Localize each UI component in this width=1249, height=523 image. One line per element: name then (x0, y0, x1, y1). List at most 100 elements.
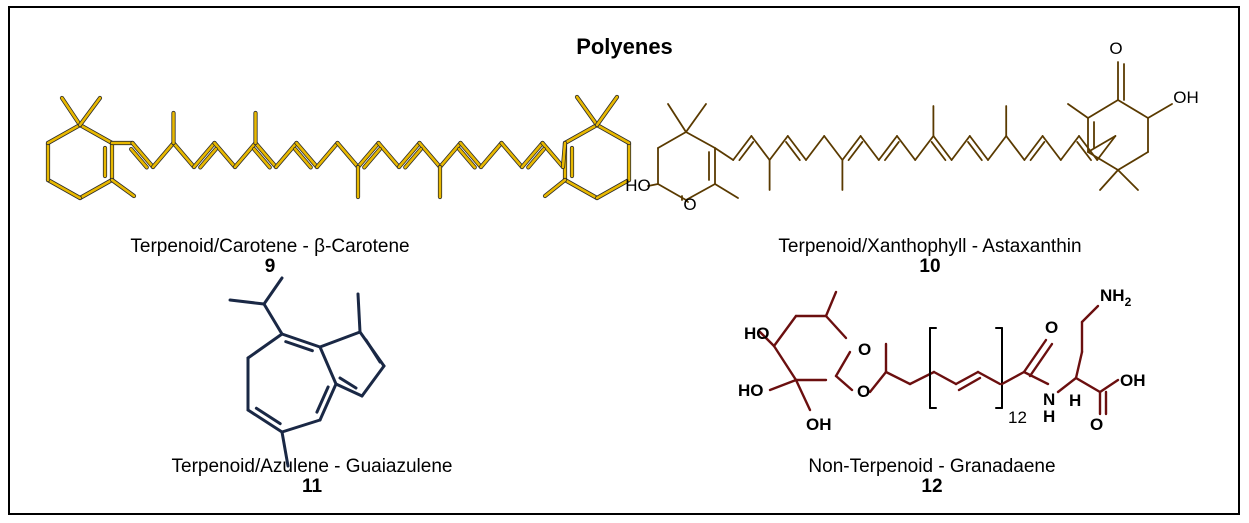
granadaene-label-ho-1: HO (744, 324, 770, 343)
granadaene-label-o-acid: O (1090, 415, 1103, 434)
figure-title: Polyenes (576, 34, 673, 59)
bond (768, 135, 789, 161)
double-bond (930, 141, 947, 162)
double-bond (967, 141, 983, 162)
caption-astaxanthin: Terpenoid/Xanthophyll - Astaxanthin (778, 236, 1082, 257)
sugar-bond (824, 314, 848, 340)
chain-bond (884, 370, 912, 386)
methyl (356, 292, 362, 334)
chain-bond (520, 141, 544, 169)
chain-bond (151, 141, 175, 169)
chain-bond (377, 141, 401, 169)
astaxanthin-structure (647, 61, 1173, 203)
glycoside-bond (834, 374, 854, 392)
ring7-bond (280, 418, 322, 434)
methyl (110, 178, 136, 198)
chain-bond (541, 141, 565, 169)
ring5-bond (318, 330, 362, 349)
ring-bond (657, 131, 687, 149)
bond (950, 135, 971, 161)
chain-bond (954, 370, 980, 386)
chain-bond (131, 141, 155, 169)
bond (1041, 135, 1062, 161)
chain-bond (192, 141, 216, 169)
chain-bond (315, 141, 339, 169)
guaiazulene-structure (228, 276, 386, 468)
double-bond (1076, 141, 1092, 162)
double-bond (785, 141, 801, 162)
bond (732, 135, 753, 161)
chain-double (129, 147, 149, 169)
chain-bond (479, 141, 503, 169)
caption-guaiazulene: Terpenoid/Azulene - Guaiazulene (171, 456, 453, 477)
granadaene-label-nh2: NH2 (1100, 286, 1132, 309)
ring5-bond (334, 382, 364, 398)
ring2-bond (1087, 151, 1119, 171)
chain-bond (213, 141, 237, 169)
ring7-bond (280, 332, 322, 349)
ring-bond (685, 183, 716, 201)
ring7-bond (246, 408, 284, 434)
double-bond (884, 141, 900, 162)
acid-bond (1074, 376, 1102, 394)
ring7-double (315, 385, 330, 414)
ring-bond (78, 178, 114, 200)
chain-double (198, 147, 218, 169)
bond (714, 147, 735, 161)
granadaene-label-oh-acid: OH (1120, 371, 1146, 390)
bond (968, 135, 989, 161)
bond (877, 135, 898, 161)
number-carotene: 9 (264, 256, 276, 277)
ring7-bond (318, 345, 338, 386)
ring2-bond (1117, 151, 1149, 171)
astaxanthin-label-o-bottom: O (683, 195, 696, 214)
astaxanthin-label-oh-top: OH (1173, 88, 1199, 107)
granadaene-label-o-amide: O (1045, 318, 1058, 337)
chain-bond (976, 370, 1002, 386)
isopropyl-bond (262, 302, 284, 336)
methyl (1099, 169, 1119, 191)
granadaene-label-subscript: 12 (1008, 408, 1027, 427)
ring2-bond (1117, 99, 1149, 119)
methyl (714, 183, 739, 199)
granadaene-label-o-glycoside: O (857, 382, 870, 401)
methyl (1067, 103, 1089, 119)
oh-bond (794, 378, 812, 412)
ring-bond (78, 123, 114, 145)
chain-bond (356, 141, 380, 169)
co-bond (1022, 338, 1048, 374)
ring2-bond (563, 123, 599, 145)
sugar-bond (834, 350, 852, 378)
bond (805, 135, 826, 161)
ring-bond (46, 178, 82, 200)
beta-carotene-structure (45, 94, 632, 201)
methyl (280, 430, 290, 468)
methyl (575, 95, 599, 127)
ring2-bond (1087, 99, 1119, 119)
ring2-link (561, 141, 567, 169)
number-astaxanthin: 10 (919, 256, 941, 277)
bond (987, 135, 1008, 161)
chain-bond (295, 141, 319, 169)
chain-double (457, 147, 477, 169)
chain-double (293, 147, 313, 169)
ho-bond-2 (768, 378, 798, 392)
astaxanthin-label-o-top: O (1109, 39, 1122, 58)
granadaene-structure (758, 290, 1120, 416)
chain-bond (172, 141, 196, 169)
granadaene-label-h-alpha: H (1069, 391, 1081, 410)
methyl (685, 103, 707, 133)
methyl (78, 96, 102, 127)
double-bond (1029, 141, 1046, 162)
bond (914, 135, 935, 161)
isopropyl-methyl (228, 298, 266, 306)
ho-bond (758, 330, 776, 348)
chain-double (403, 147, 423, 169)
sugar-methyl (824, 290, 838, 318)
chain-bond (438, 141, 462, 169)
chain-double (252, 147, 272, 169)
side-chain (1080, 304, 1100, 324)
chain-double (362, 147, 382, 169)
ring7-double (284, 340, 314, 353)
ring5-double (364, 338, 382, 364)
